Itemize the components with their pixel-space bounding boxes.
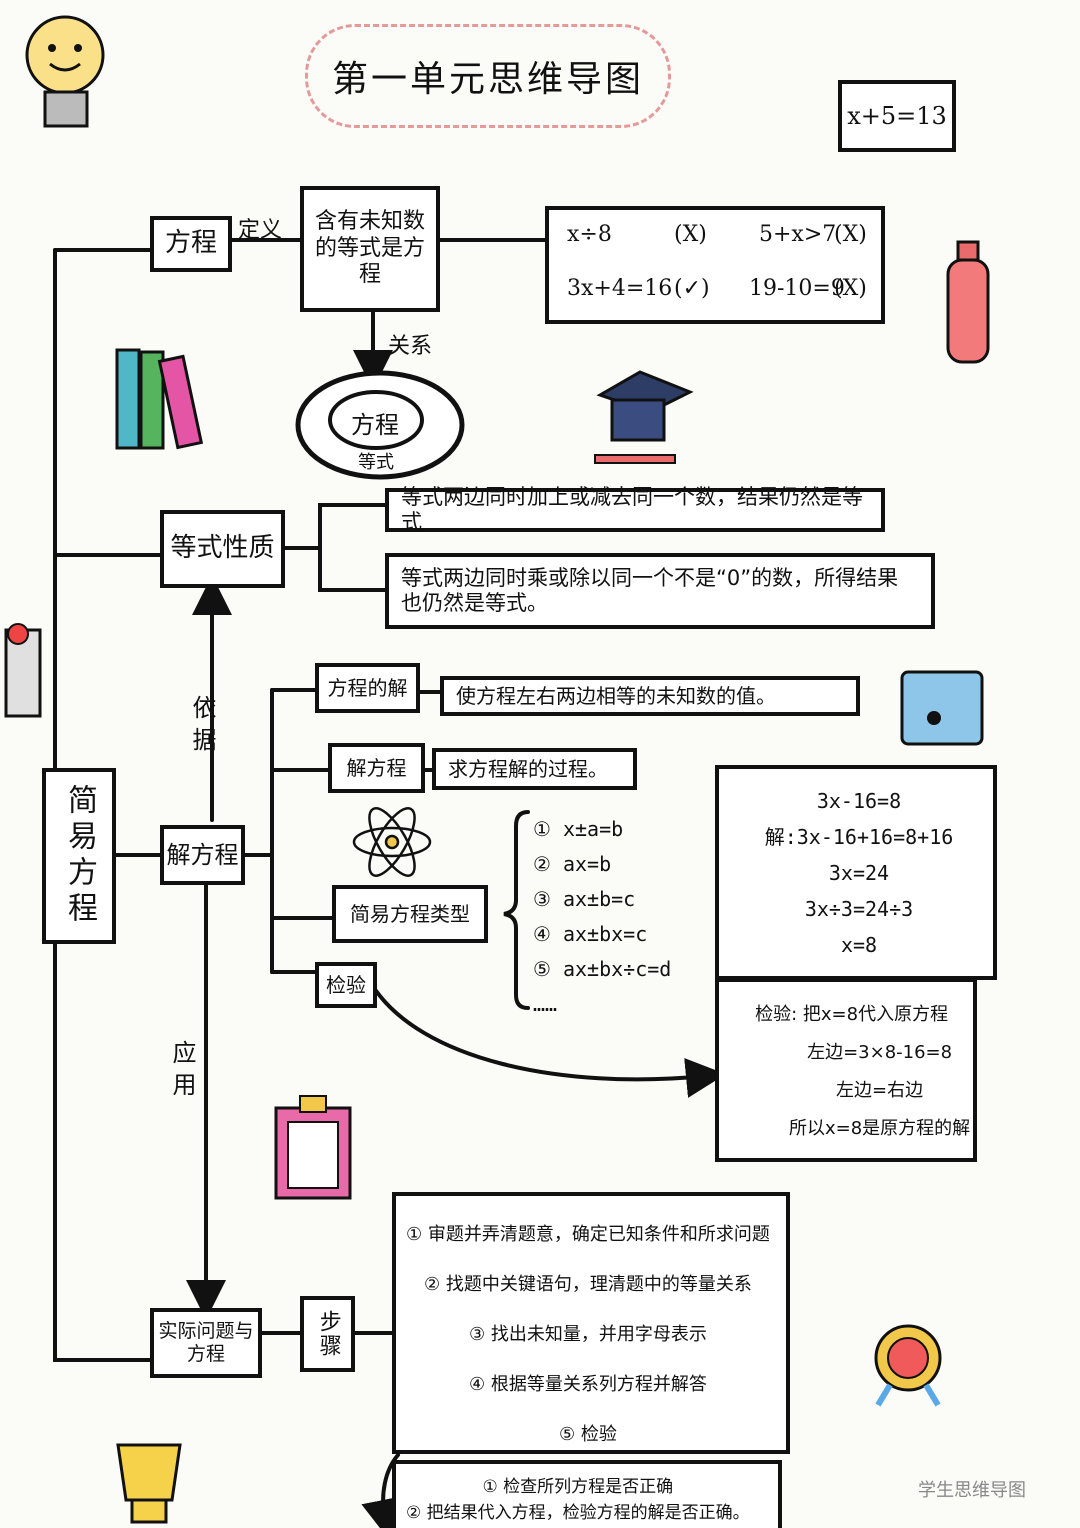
check-item-1: ① 检查所列方程是否正确: [482, 1477, 674, 1497]
check-items-box: ① 检查所列方程是否正确 ② 把结果代入方程，检验方程的解是否正确。: [392, 1460, 782, 1528]
child-types-label: 简易方程类型: [350, 902, 470, 926]
node-solve-label: 解方程: [166, 840, 239, 869]
example-2-mark: (X): [834, 222, 867, 247]
books-icon: [115, 348, 204, 450]
root-node: 简易方程: [42, 768, 116, 944]
check-item-2: ② 把结果代入方程，检验方程的解是否正确。: [406, 1503, 750, 1523]
type-2: ② ax=b: [533, 852, 612, 876]
check-line-2: 左边=3×8-16=8: [807, 1042, 953, 1063]
graduation-cap-icon: [594, 370, 694, 464]
node-equation-label: 方程: [164, 228, 217, 259]
corner-board: x+5=13: [838, 80, 956, 152]
child-solution-label: 方程的解: [327, 676, 408, 700]
check-line-1: 检验: 把x=8代入原方程: [755, 1004, 949, 1025]
bottle-icon: [946, 240, 990, 364]
step-1: ① 审题并弄清题意，确定已知条件和所求问题: [406, 1224, 770, 1245]
node-practical-label: 实际问题与方程: [158, 1320, 254, 1365]
child-check-label: 检验: [326, 973, 366, 997]
steps-box: ① 审题并弄清题意，确定已知条件和所求问题 ② 找题中关键语句，理清题中的等量关…: [392, 1192, 790, 1454]
definition-text: 含有未知数的等式是方程: [314, 209, 425, 288]
example-1-mark: (X): [674, 222, 707, 247]
child-solving-label: 解方程: [346, 756, 407, 780]
step-3: ③ 找出未知量，并用字母表示: [469, 1324, 707, 1345]
example-4-mark: (X): [834, 276, 867, 301]
medal-icon: [874, 1324, 942, 1407]
page-title: 第一单元思维导图: [305, 24, 671, 128]
card-icon: [900, 670, 984, 746]
worked-lines: 3x-16=8 解:3x-16+16=8+16 3x=24 3x÷3=24÷3 …: [759, 783, 959, 963]
node-property-label: 等式性质: [170, 533, 275, 564]
example-3-mark: (✓): [674, 276, 710, 301]
child-solution-desc: 使方程左右两边相等的未知数的值。: [440, 676, 860, 716]
child-solving: 解方程: [328, 743, 425, 793]
check-example-box: 检验: 把x=8代入原方程 左边=3×8-16=8 左边=右边 所以x=8是原方…: [715, 978, 977, 1162]
check-line-3: 左边=右边: [836, 1080, 924, 1101]
relation-outer-label: 等式: [358, 452, 394, 473]
example-2-eq: 5+x>7: [759, 222, 837, 247]
definition-box: 含有未知数的等式是方程: [300, 186, 440, 312]
types-list: ① x±a=b ② ax=b ③ ax±b=c ④ ax±bx=c ⑤ ax±b…: [533, 812, 671, 1022]
worked-example-box: 3x-16=8 解:3x-16+16=8+16 3x=24 3x÷3=24÷3 …: [715, 765, 997, 980]
stack-icon: [4, 623, 42, 718]
relation-inner-label: 方程: [351, 411, 399, 439]
step-2: ② 找题中关键语句，理清题中的等量关系: [424, 1274, 752, 1295]
worked-line-4: 3x÷3=24÷3: [804, 897, 914, 921]
steps-lines: ① 审题并弄清题意，确定已知条件和所求问题 ② 找题中关键语句，理清题中的等量关…: [406, 1210, 770, 1460]
child-solution-desc-text: 使方程左右两边相等的未知数的值。: [456, 684, 776, 708]
worked-line-1: 3x-16=8: [816, 789, 902, 813]
worked-line-3: 3x=24: [828, 861, 890, 885]
step-5: ⑤ 检验: [559, 1424, 617, 1445]
check-line-4: 所以x=8是原方程的解: [789, 1118, 971, 1139]
example-3-eq: 3x+4=16: [567, 276, 673, 301]
worked-line-5: x=8: [840, 933, 878, 957]
property-item-2: 等式两边同时乘或除以同一个不是“0”的数，所得结果也仍然是等式。: [385, 553, 935, 629]
edge-definition-label: 定义: [238, 218, 283, 243]
trophy-icon: [116, 1443, 182, 1524]
step-4: ④ 根据等量关系列方程并解答: [469, 1374, 707, 1395]
child-types: 简易方程类型: [332, 885, 488, 943]
child-solving-desc-text: 求方程解的过程。: [448, 757, 608, 781]
atom-icon: [352, 807, 432, 877]
example-1-eq: x÷8: [567, 222, 612, 247]
root-node-label: 简易方程: [62, 784, 97, 928]
check-lines: 检验: 把x=8代入原方程 左边=3×8-16=8 左边=右边 所以x=8是原方…: [733, 996, 970, 1148]
type-1: ① x±a=b: [533, 817, 624, 841]
worked-line-2: 解:3x-16+16=8+16: [764, 825, 954, 849]
property-item-1: 等式两边同时加上或减去同一个数，结果仍然是等式: [385, 484, 885, 534]
check-items-lines: ① 检查所列方程是否正确 ② 把结果代入方程，检验方程的解是否正确。: [406, 1474, 750, 1526]
property-item-2-text: 等式两边同时乘或除以同一个不是“0”的数，所得结果也仍然是等式。: [401, 565, 899, 615]
child-solving-desc: 求方程解的过程。: [432, 748, 637, 790]
child-check: 检验: [315, 962, 377, 1008]
type-5: ⑤ ax±bx÷c=d: [533, 957, 672, 981]
lightbulb-icon: [25, 15, 105, 128]
node-practical: 实际问题与方程: [150, 1308, 262, 1378]
child-solution: 方程的解: [315, 663, 420, 713]
apply-label: 应用: [168, 1040, 196, 1104]
clipboard-icon: [274, 1095, 352, 1200]
property-item-1-text: 等式两边同时加上或减去同一个数，结果仍然是等式: [401, 484, 863, 534]
example-4-eq: 19-10=9: [749, 276, 845, 301]
examples-box: x÷8 (X) 5+x>7 (X) 3x+4=16 (✓) 19-10=9 (X…: [545, 206, 885, 324]
node-steps-label: 步骤: [315, 1310, 341, 1358]
basis-label: 依据: [188, 695, 216, 759]
corner-board-text: x+5=13: [847, 101, 947, 130]
node-equation: 方程: [150, 216, 232, 272]
node-property: 等式性质: [160, 510, 285, 588]
type-3: ③ ax±b=c: [533, 887, 636, 911]
watermark: 学生思维导图: [918, 1480, 1026, 1501]
type-4: ④ ax±bx=c: [533, 922, 648, 946]
type-6: ……: [533, 992, 558, 1016]
edge-relation-label: 关系: [388, 334, 433, 359]
node-steps: 步骤: [300, 1296, 355, 1372]
node-solve: 解方程: [160, 825, 245, 885]
